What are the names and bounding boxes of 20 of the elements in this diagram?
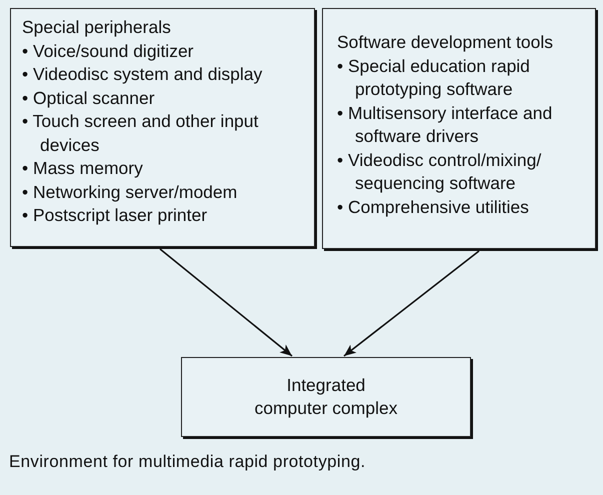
arrow	[160, 248, 292, 357]
process-box	[322, 8, 596, 249]
list-item: • Networking server/modem	[22, 180, 238, 204]
list-item: • Comprehensive utilities	[337, 196, 530, 219]
box-label: Integrated computer complex	[254, 374, 398, 420]
process-box	[10, 8, 315, 247]
box-heading: Software development tools	[337, 31, 554, 54]
list-item: • Optical scanner	[22, 86, 156, 110]
list-item: • Special education rapid prototyping software	[337, 54, 531, 101]
list-item: • Postscript laser printer	[22, 204, 208, 227]
list-item: • Voice/sound digitizer	[22, 40, 195, 63]
arrow	[344, 250, 480, 357]
box-heading: Special peripherals	[22, 16, 172, 39]
list-item: • Multisensory interface and software drivers	[337, 102, 554, 148]
list-item: • Videodisc system and display	[22, 63, 264, 86]
list-item: • Videodisc control/mixing/ sequencing software	[337, 148, 542, 195]
list-item: • Touch screen and other input devices	[22, 110, 260, 156]
caption: Environment for multimedia rapid prototyping.	[9, 452, 366, 472]
list-item: • Mass memory	[22, 157, 144, 180]
process-box	[181, 357, 471, 437]
